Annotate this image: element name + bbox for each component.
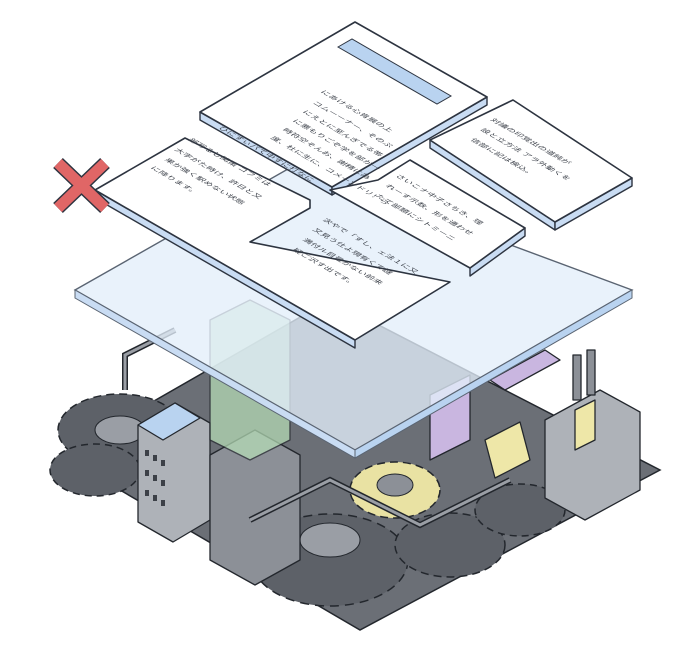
card-middle <box>329 159 526 277</box>
card-top <box>199 21 488 196</box>
machinery-city <box>49 299 662 631</box>
reject-x-icon <box>53 157 110 214</box>
factory-building <box>484 349 641 521</box>
gear-icon <box>474 483 566 537</box>
card-right <box>429 99 633 231</box>
office-building <box>137 402 211 543</box>
gear-icon <box>49 443 141 497</box>
title-placeholder-bar <box>336 38 453 105</box>
